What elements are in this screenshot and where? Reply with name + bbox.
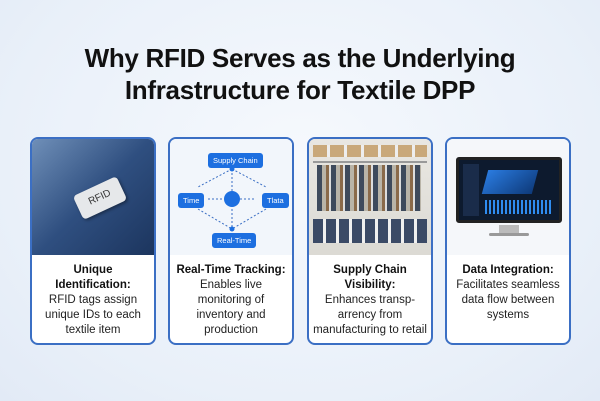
card-unique-identification: RFID Unique Identification: RFID tags ass… xyxy=(30,137,156,345)
card-supply-chain-visibility: Supply Chain Visibility: Enhances transp-… xyxy=(307,137,433,345)
monitor-dashboard-image xyxy=(447,139,569,255)
title-line-1: Why RFID Serves as the Underlying xyxy=(84,43,516,73)
card-heading: Unique Identification: xyxy=(55,264,131,291)
card-body: RFID tags assign unique IDs to each text… xyxy=(45,294,141,336)
card-real-time-tracking: Supply Chain Time Tlata Real-Time Real-T… xyxy=(168,137,294,345)
rfid-tag-label: RFID xyxy=(86,187,113,208)
card-data-integration: Data Integration: Facilitates seamless da… xyxy=(445,137,571,345)
node-tlata: Tlata xyxy=(262,193,289,208)
card-body: Enhances transp-arrency from manufacturi… xyxy=(313,294,427,336)
node-real-time: Real-Time xyxy=(212,233,257,248)
node-supply-chain: Supply Chain xyxy=(208,153,263,168)
diagram-arrows xyxy=(197,166,267,232)
card-body: Enables live monitoring of inventory and… xyxy=(196,279,266,336)
node-time: Time xyxy=(178,193,205,208)
card-heading: Real-Time Tracking: xyxy=(176,264,286,276)
card-body: Facilitates seamless data flow between s… xyxy=(456,279,560,321)
card-heading: Data Integration: xyxy=(462,264,554,276)
warehouse-image xyxy=(309,139,431,255)
title-line-2: Infrastructure for Textile DPP xyxy=(124,75,476,105)
card-heading: Supply Chain Visibility: xyxy=(333,264,407,291)
rfid-tag: RFID xyxy=(72,176,128,220)
rfid-tag-fabric-image: RFID xyxy=(32,139,154,255)
monitor-icon xyxy=(456,157,562,223)
tracking-diagram: Supply Chain Time Tlata Real-Time xyxy=(170,139,292,255)
